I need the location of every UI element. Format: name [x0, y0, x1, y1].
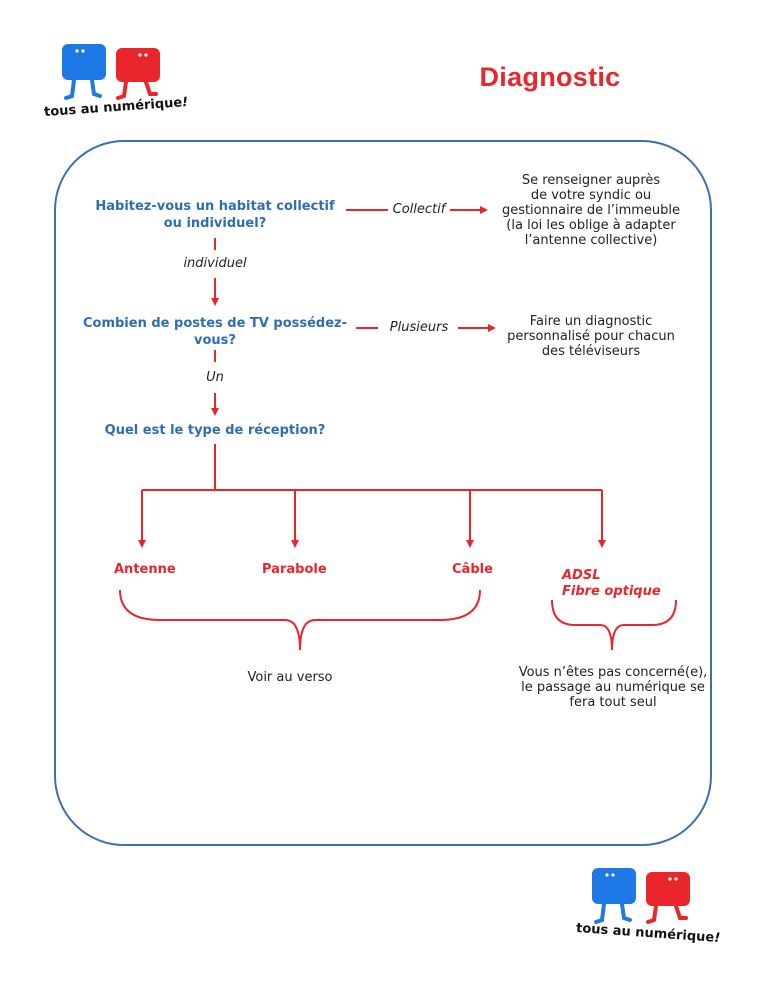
- logo-top: tous au numérique!: [40, 38, 200, 128]
- option-antenne: Antenne: [114, 562, 176, 577]
- tv-mascots-icon: [62, 44, 160, 100]
- question-reception: Quel est le type de réception?: [104, 423, 326, 438]
- result-non-concerne: Vous n’êtes pas concerné(e), le passage …: [518, 665, 708, 710]
- answer-collectif: Collectif: [392, 202, 446, 217]
- answer-individuel: individuel: [183, 256, 247, 271]
- question-postes-tv: Combien de postes de TV possédez- vous?: [82, 316, 347, 348]
- result-plusieurs: Faire un diagnostic personnalisé pour ch…: [507, 314, 675, 359]
- logo-bottom: tous au numérique!: [570, 862, 730, 952]
- diagram-frame: [54, 140, 712, 846]
- tv-mascots-icon: [592, 868, 690, 924]
- result-voir-verso: Voir au verso: [247, 670, 333, 685]
- page-title: Diagnostic: [479, 62, 621, 92]
- answer-plusieurs: Plusieurs: [389, 320, 449, 335]
- option-parabole: Parabole: [262, 562, 327, 577]
- result-collectif: Se renseigner auprès de votre syndic ou …: [501, 173, 681, 248]
- answer-un: Un: [206, 370, 224, 385]
- question-habitat: Habitez-vous un habitat collectif ou ind…: [95, 199, 335, 231]
- option-adsl-fibre: ADSL Fibre optique: [562, 568, 661, 599]
- option-cable: Câble: [452, 562, 493, 577]
